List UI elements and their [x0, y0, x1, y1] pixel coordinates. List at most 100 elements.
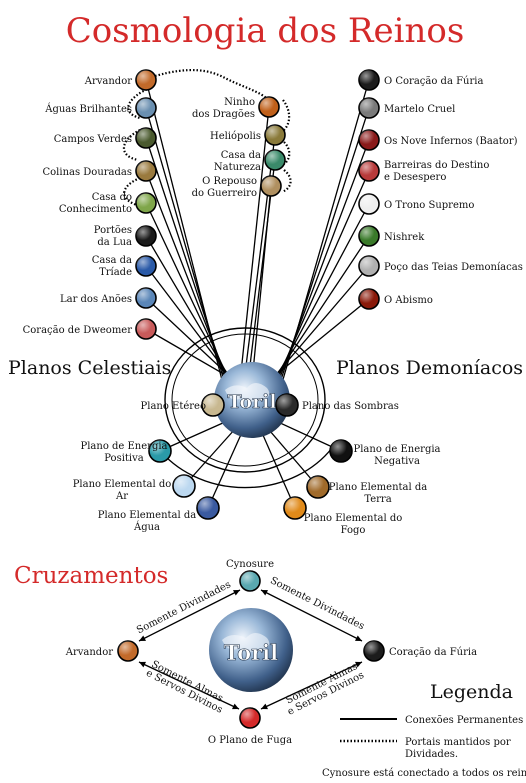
- flight-orb-shine: [240, 708, 260, 728]
- crossing-fury-flight: [260, 661, 363, 710]
- celestial-plane-1-label: Arvandor: [84, 76, 132, 87]
- inner-plane-ethereal-orb: [201, 393, 225, 417]
- flight-label: O Plano de Fuga: [208, 735, 292, 746]
- crossing-arvandor-flight-arrowhead-1: [139, 661, 146, 668]
- middle-plane-4-orb-shine: [261, 176, 281, 196]
- celestial-plane-8-orb-shine: [136, 288, 156, 308]
- inner-plane-earth-orb-shine: [307, 476, 329, 498]
- inner-plane-air-label-line-1: Plano Elemental do: [73, 479, 172, 490]
- portal-link-4: [123, 176, 141, 208]
- inner-plane-negative-orb: [329, 439, 353, 463]
- inner-plane-negative-orb-shine: [330, 440, 352, 462]
- inner-plane-positive-label-line-2: Positiva: [104, 453, 144, 464]
- middle-plane-2-label: Heliópolis: [210, 131, 261, 142]
- cynosure-orb-shine: [240, 571, 260, 591]
- inner-plane-earth-label-line-2: Terra: [364, 494, 391, 505]
- middle-plane-1-label-line-2: dos Dragões: [192, 109, 255, 120]
- celestial-plane-5-orb: [135, 192, 157, 214]
- toril-label: Toril: [227, 391, 276, 413]
- celestial-plane-1-orb: [135, 69, 157, 91]
- crossing-cynosure-fury-arrowhead-1: [261, 590, 268, 596]
- inner-plane-earth-label-line-1: Plano Elemental da: [329, 482, 428, 493]
- demonic-plane-3-label: Os Nove Infernos (Baator): [384, 136, 518, 147]
- celestial-plane-5-orb-shine: [136, 193, 156, 213]
- celestial-plane-4-label-line-1: Colinas Douradas: [43, 167, 133, 178]
- crossing-arvandor-flight: [138, 661, 240, 710]
- demonic-plane-2-label: Martelo Cruel: [384, 104, 455, 115]
- plane-orbs: [135, 69, 380, 520]
- legend-portals-label-line1: Portais mantidos por: [405, 737, 511, 748]
- celestial-plane-8-orb: [135, 287, 157, 309]
- middle-plane-1-label-line-1: Ninho: [224, 97, 255, 108]
- crossing-arvandor-cynosure-arrowhead-1: [139, 635, 146, 641]
- middle-plane-4-label-line-2: do Guerreiro: [192, 188, 257, 199]
- crossing-arvandor-cynosure: [138, 589, 241, 642]
- celestial-plane-4-orb: [135, 160, 157, 182]
- inner-plane-air-label-line-2: Ar: [115, 491, 128, 502]
- inner-plane-water-label-line-2: Água: [133, 521, 160, 533]
- flight-orb: [239, 707, 261, 729]
- crossing-cynosure-fury-arrowhead-2: [355, 635, 362, 641]
- toril-label-small: Toril: [224, 640, 278, 665]
- celestial-plane-7-label-line-2: Tríade: [99, 267, 132, 278]
- celestial-plane-6-label-line-1: Portões: [94, 225, 132, 236]
- middle-plane-3-orb-shine: [265, 150, 285, 170]
- celestial-plane-6-label-line-2: da Lua: [97, 237, 132, 248]
- demonic-plane-2-label-line-1: Martelo Cruel: [384, 104, 455, 115]
- middle-plane-2-orb: [264, 124, 286, 146]
- celestial-plane-3-orb-shine: [136, 128, 156, 148]
- inner-plane-ethereal-orb-shine: [202, 394, 224, 416]
- fury-cross-orb: [363, 640, 385, 662]
- middle-plane-4-label-line-1: O Repouso: [202, 176, 257, 187]
- inner-ring: [171, 333, 319, 467]
- portal-link-1: [154, 68, 269, 101]
- inner-plane-negative-label-line-2: Negativa: [374, 456, 420, 467]
- inner-plane-fire-orb: [283, 496, 307, 520]
- celestial-plane-7-orb: [135, 255, 157, 277]
- page-title: Cosmologia dos Reinos: [66, 11, 465, 51]
- demonic-plane-8-label: O Abismo: [384, 295, 433, 306]
- inner-plane-shadow-orb: [275, 393, 299, 417]
- legend: Legenda Conexões Permanentes Portais man…: [322, 681, 526, 779]
- portal-link-5: [282, 99, 291, 131]
- celestial-plane-2-label-line-1: Águas Brilhantes: [44, 103, 132, 115]
- crossings-heading: Cruzamentos: [14, 563, 168, 589]
- celestial-plane-8-connection: [145, 297, 240, 386]
- demonic-plane-1-label-line-1: O Coração da Fúria: [384, 76, 483, 87]
- middle-plane-3-orb: [264, 149, 286, 171]
- celestial-plane-8-label-line-1: Lar dos Anões: [60, 294, 132, 305]
- legend-title: Legenda: [430, 681, 513, 703]
- celestial-plane-6-orb: [135, 225, 157, 247]
- middle-plane-4-connection: [251, 185, 272, 383]
- demonic-plane-3-orb-shine: [359, 130, 379, 150]
- legend-permanent-label: Conexões Permanentes: [405, 715, 523, 726]
- inner-plane-water-label-line-1: Plano Elemental da: [98, 510, 197, 521]
- inner-plane-fire-label-line-2: Fogo: [341, 525, 366, 536]
- inner-plane-water-orb-shine: [197, 497, 219, 519]
- orbit-rings: [157, 327, 333, 489]
- demonic-plane-5-label-line-1: O Trono Supremo: [384, 200, 474, 211]
- inner-plane-negative-label-line-1: Plano de Energia: [353, 444, 440, 455]
- celestial-plane-4-label: Colinas Douradas: [43, 167, 133, 178]
- celestial-plane-9-orb: [135, 318, 157, 340]
- inner-plane-air-orb-shine: [173, 475, 195, 497]
- celestial-plane-9-label-line-1: Coração de Dweomer: [23, 325, 133, 336]
- celestial-plane-5-label-line-2: Conhecimento: [59, 204, 132, 215]
- toril-cloud-small: [222, 633, 270, 652]
- arvandor-cross-orb: [117, 640, 139, 662]
- demonic-plane-6-orb: [358, 225, 380, 247]
- celestial-plane-6-orb-shine: [136, 226, 156, 246]
- demonic-plane-7-orb-shine: [359, 256, 379, 276]
- crossing-arvandor-cynosure-arrowhead-2: [233, 590, 240, 596]
- inner-plane-air-orb: [172, 474, 196, 498]
- inner-plane-fire-orb-shine: [284, 497, 306, 519]
